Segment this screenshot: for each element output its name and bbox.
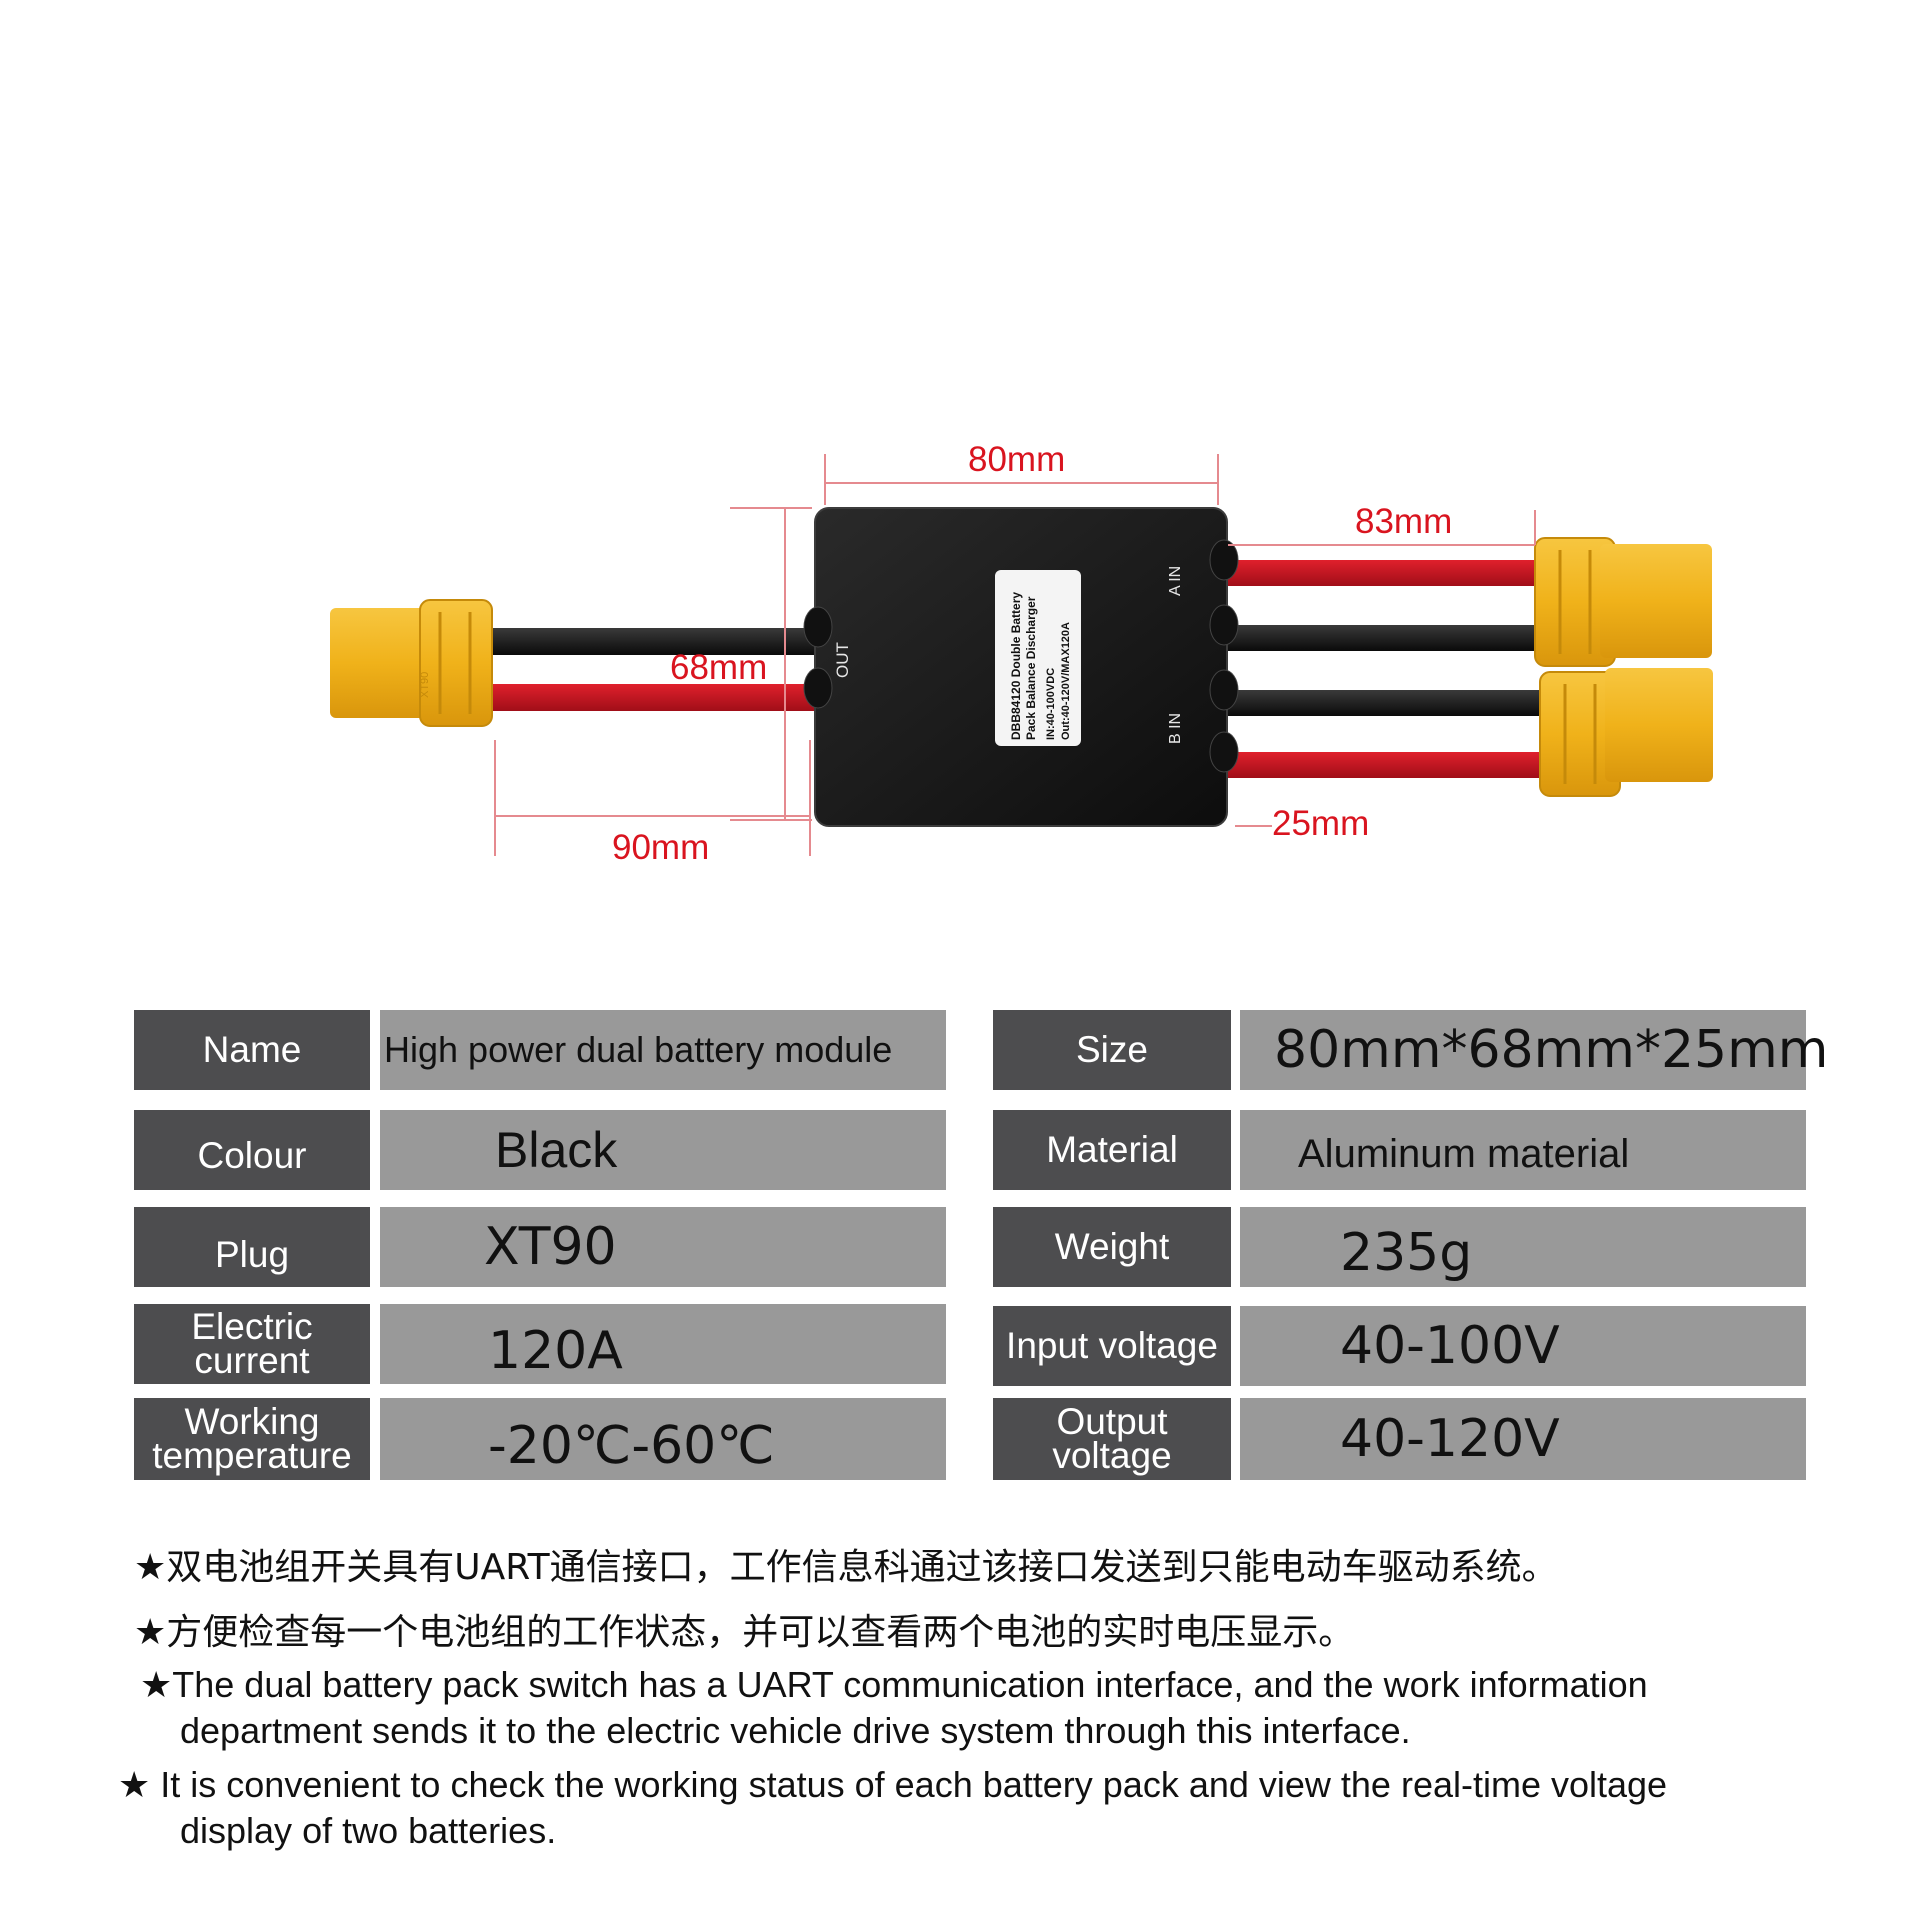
label-line-2: Pack Balance Discharger <box>1024 596 1038 740</box>
spec-value-output-voltage: 40-120V <box>1240 1398 1806 1480</box>
note-en-2-line-2: display of two batteries. <box>180 1810 557 1851</box>
out-xt90-connector <box>330 599 493 727</box>
product-drawing: DBB84120 Double Battery Pack Balance Dis… <box>330 454 1713 856</box>
spec-label-material: Material <box>993 1110 1231 1190</box>
spec-value-working-temperature: -20℃-60℃ <box>380 1398 946 1480</box>
a-xt90-connector <box>1534 537 1712 667</box>
spec-value-weight: 235g <box>1240 1207 1806 1287</box>
spec-label-output-voltage: Output voltage <box>993 1398 1231 1480</box>
product-label-sticker <box>995 570 1081 746</box>
plug-out-mark: XT90 <box>419 672 431 698</box>
spec-label-colour: Colour <box>134 1110 370 1190</box>
spec-label-input-voltage: Input voltage <box>993 1306 1231 1386</box>
out-red-cable <box>480 684 820 711</box>
note-en-2-line-1: ★ It is convenient to check the working … <box>118 1764 1668 1805</box>
spec-value-material: Aluminum material <box>1240 1110 1806 1190</box>
dim-thickness: 25mm <box>1272 804 1370 843</box>
a-black-cable <box>1220 625 1550 651</box>
spec-label-weight: Weight <box>993 1207 1231 1287</box>
note-en-2: ★ It is convenient to check the working … <box>118 1762 1667 1854</box>
port-out-label: OUT <box>833 642 852 678</box>
note-cn-2: ★方便检查每一个电池组的工作状态，并可以查看两个电池的实时电压显示。 <box>134 1612 1355 1653</box>
label-line-3: IN:40-100VDC <box>1045 668 1057 740</box>
dim-plug-cable: 90mm <box>612 828 710 867</box>
a-red-cable <box>1220 560 1550 586</box>
spec-value-plug: XT90 <box>380 1207 946 1287</box>
aluminum-housing <box>803 507 1239 827</box>
spec-label-name: Name <box>134 1010 370 1090</box>
dim-cable-length: 83mm <box>1355 502 1453 541</box>
spec-label-electric-current: Electric current <box>134 1304 370 1384</box>
b-black-cable <box>1220 690 1550 716</box>
dim-height: 68mm <box>670 648 768 687</box>
spec-value-name: High power dual battery module <box>380 1010 946 1090</box>
label-line-4: Out:40-120V/MAX120A <box>1060 622 1072 740</box>
product-illustration: DBB84120 Double Battery Pack Balance Dis… <box>0 0 1920 950</box>
spec-value-size: 80mm*68mm*25mm <box>1240 1010 1828 1090</box>
note-en-1: ★The dual battery pack switch has a UART… <box>140 1662 1648 1754</box>
port-a-label: A IN <box>1167 566 1184 596</box>
port-b-label: B IN <box>1167 713 1184 744</box>
note-en-1-line-1: ★The dual battery pack switch has a UART… <box>140 1664 1648 1705</box>
label-line-1: DBB84120 Double Battery <box>1009 592 1023 740</box>
note-cn-1: ★双电池组开关具有UART通信接口，工作信息科通过该接口发送到只能电动车驱动系统… <box>134 1547 1558 1588</box>
spec-label-working-temperature: Working temperature <box>134 1398 370 1480</box>
out-black-cable <box>480 628 820 655</box>
b-red-cable <box>1220 752 1550 778</box>
spec-label-size: Size <box>993 1010 1231 1090</box>
spec-value-electric-current: 120A <box>380 1304 946 1384</box>
dim-top-width: 80mm <box>968 440 1066 479</box>
spec-value-input-voltage: 40-100V <box>1240 1306 1806 1386</box>
note-en-1-line-2: department sends it to the electric vehi… <box>180 1710 1411 1751</box>
b-xt90-connector <box>1539 668 1713 797</box>
spec-value-colour: Black <box>380 1110 946 1190</box>
dimension-lines <box>494 454 1536 856</box>
spec-label-plug: Plug <box>134 1207 370 1287</box>
